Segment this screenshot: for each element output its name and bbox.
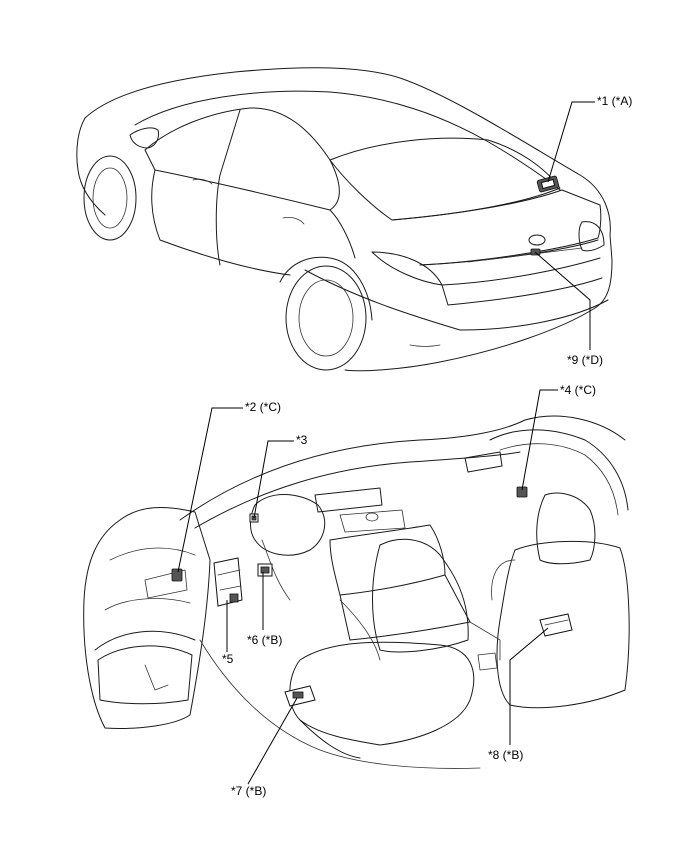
callout-9: *9 (*D) xyxy=(567,353,604,367)
callout-2: *2 (*C) xyxy=(245,400,282,414)
part-1-component xyxy=(536,175,560,193)
callout-4: *4 (*C) xyxy=(560,383,597,397)
part-4-component xyxy=(516,486,528,498)
callout-1: *1 (*A) xyxy=(597,94,633,108)
callout-7: *7 (*B) xyxy=(231,784,267,798)
part-8-component xyxy=(539,613,573,637)
callout-5: *5 xyxy=(222,652,234,666)
leader-lines xyxy=(177,101,595,785)
vehicle-exterior-rear-view xyxy=(76,67,613,372)
callout-3: *3 xyxy=(296,433,308,447)
part-5-component xyxy=(213,557,243,607)
part-6-component xyxy=(257,563,273,577)
part-2-component xyxy=(171,568,183,582)
callout-8: *8 (*B) xyxy=(488,748,524,762)
part-7-component xyxy=(284,685,316,707)
callout-6: *6 (*B) xyxy=(247,633,283,647)
vehicle-interior-view xyxy=(83,415,630,769)
